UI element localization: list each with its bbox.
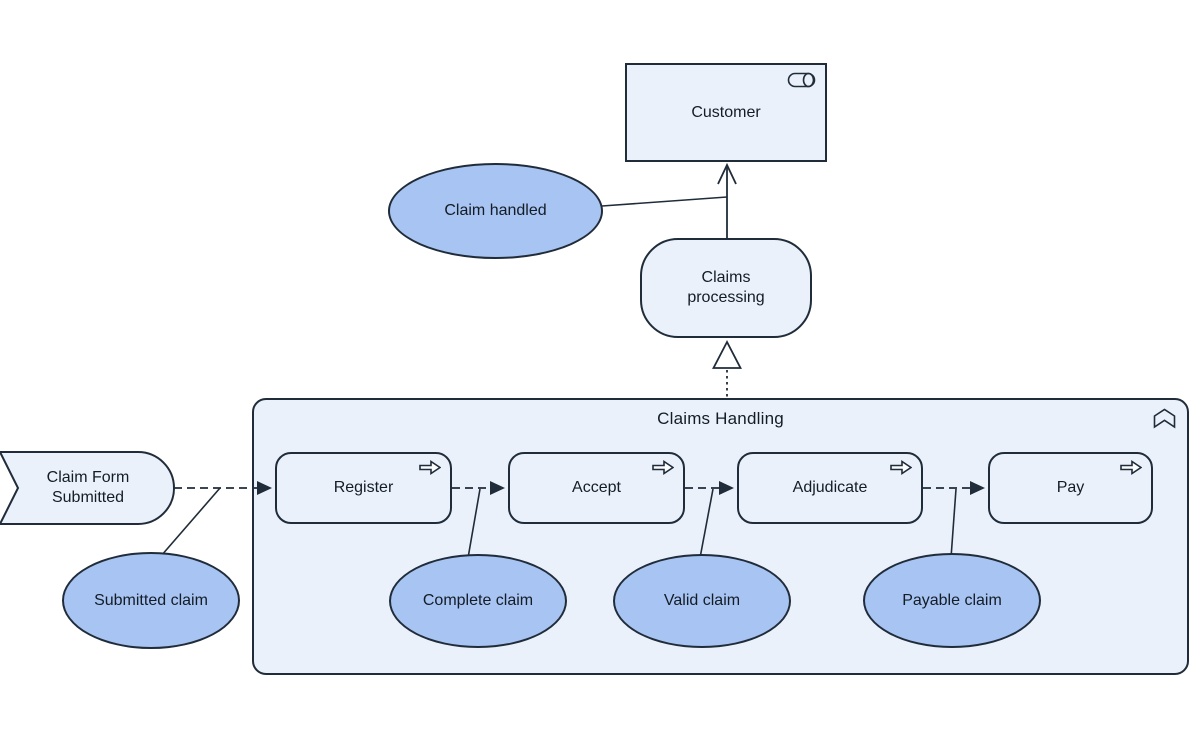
register-node[interactable]: Register <box>275 452 452 524</box>
submitted-claim-node[interactable]: Submitted claim <box>62 552 240 649</box>
pay-node[interactable]: Pay <box>988 452 1153 524</box>
complete-claim-label: Complete claim <box>422 592 534 609</box>
claims-handling-title: Claims Handling <box>657 409 784 428</box>
customer-node[interactable]: Customer <box>625 63 827 162</box>
valid-claim-node[interactable]: Valid claim <box>613 554 791 648</box>
pay-label: Pay <box>1056 479 1085 496</box>
adjudicate-label: Adjudicate <box>792 479 868 496</box>
claims-processing-label: Claims processing <box>687 269 765 306</box>
business-process-icon <box>1120 460 1142 475</box>
business-process-icon <box>890 460 912 475</box>
payable-claim-node[interactable]: Payable claim <box>863 553 1041 648</box>
accept-node[interactable]: Accept <box>508 452 685 524</box>
business-process-icon <box>419 460 441 475</box>
adjudicate-node[interactable]: Adjudicate <box>737 452 923 524</box>
valid-claim-label: Valid claim <box>663 592 741 609</box>
claims-processing-node[interactable]: Claims processing <box>640 238 812 338</box>
claim-form-submitted-label: Claim Form Submitted <box>46 469 130 506</box>
register-label: Register <box>333 479 394 496</box>
claim-handled-node[interactable]: Claim handled <box>388 163 603 259</box>
submitted-claim-label: Submitted claim <box>94 591 208 609</box>
business-role-icon <box>787 72 816 88</box>
accept-label: Accept <box>572 479 621 496</box>
business-process-icon <box>652 460 674 475</box>
realization-hollow-triangle <box>712 340 742 369</box>
payable-claim-label: Payable claim <box>902 591 1002 609</box>
customer-label: Customer <box>691 103 761 121</box>
association-claim-handled <box>601 196 728 207</box>
claim-handled-label: Claim handled <box>444 202 547 219</box>
business-function-icon <box>1153 408 1176 429</box>
serving-open-arrowhead <box>717 162 737 185</box>
complete-claim-node[interactable]: Complete claim <box>389 554 567 648</box>
